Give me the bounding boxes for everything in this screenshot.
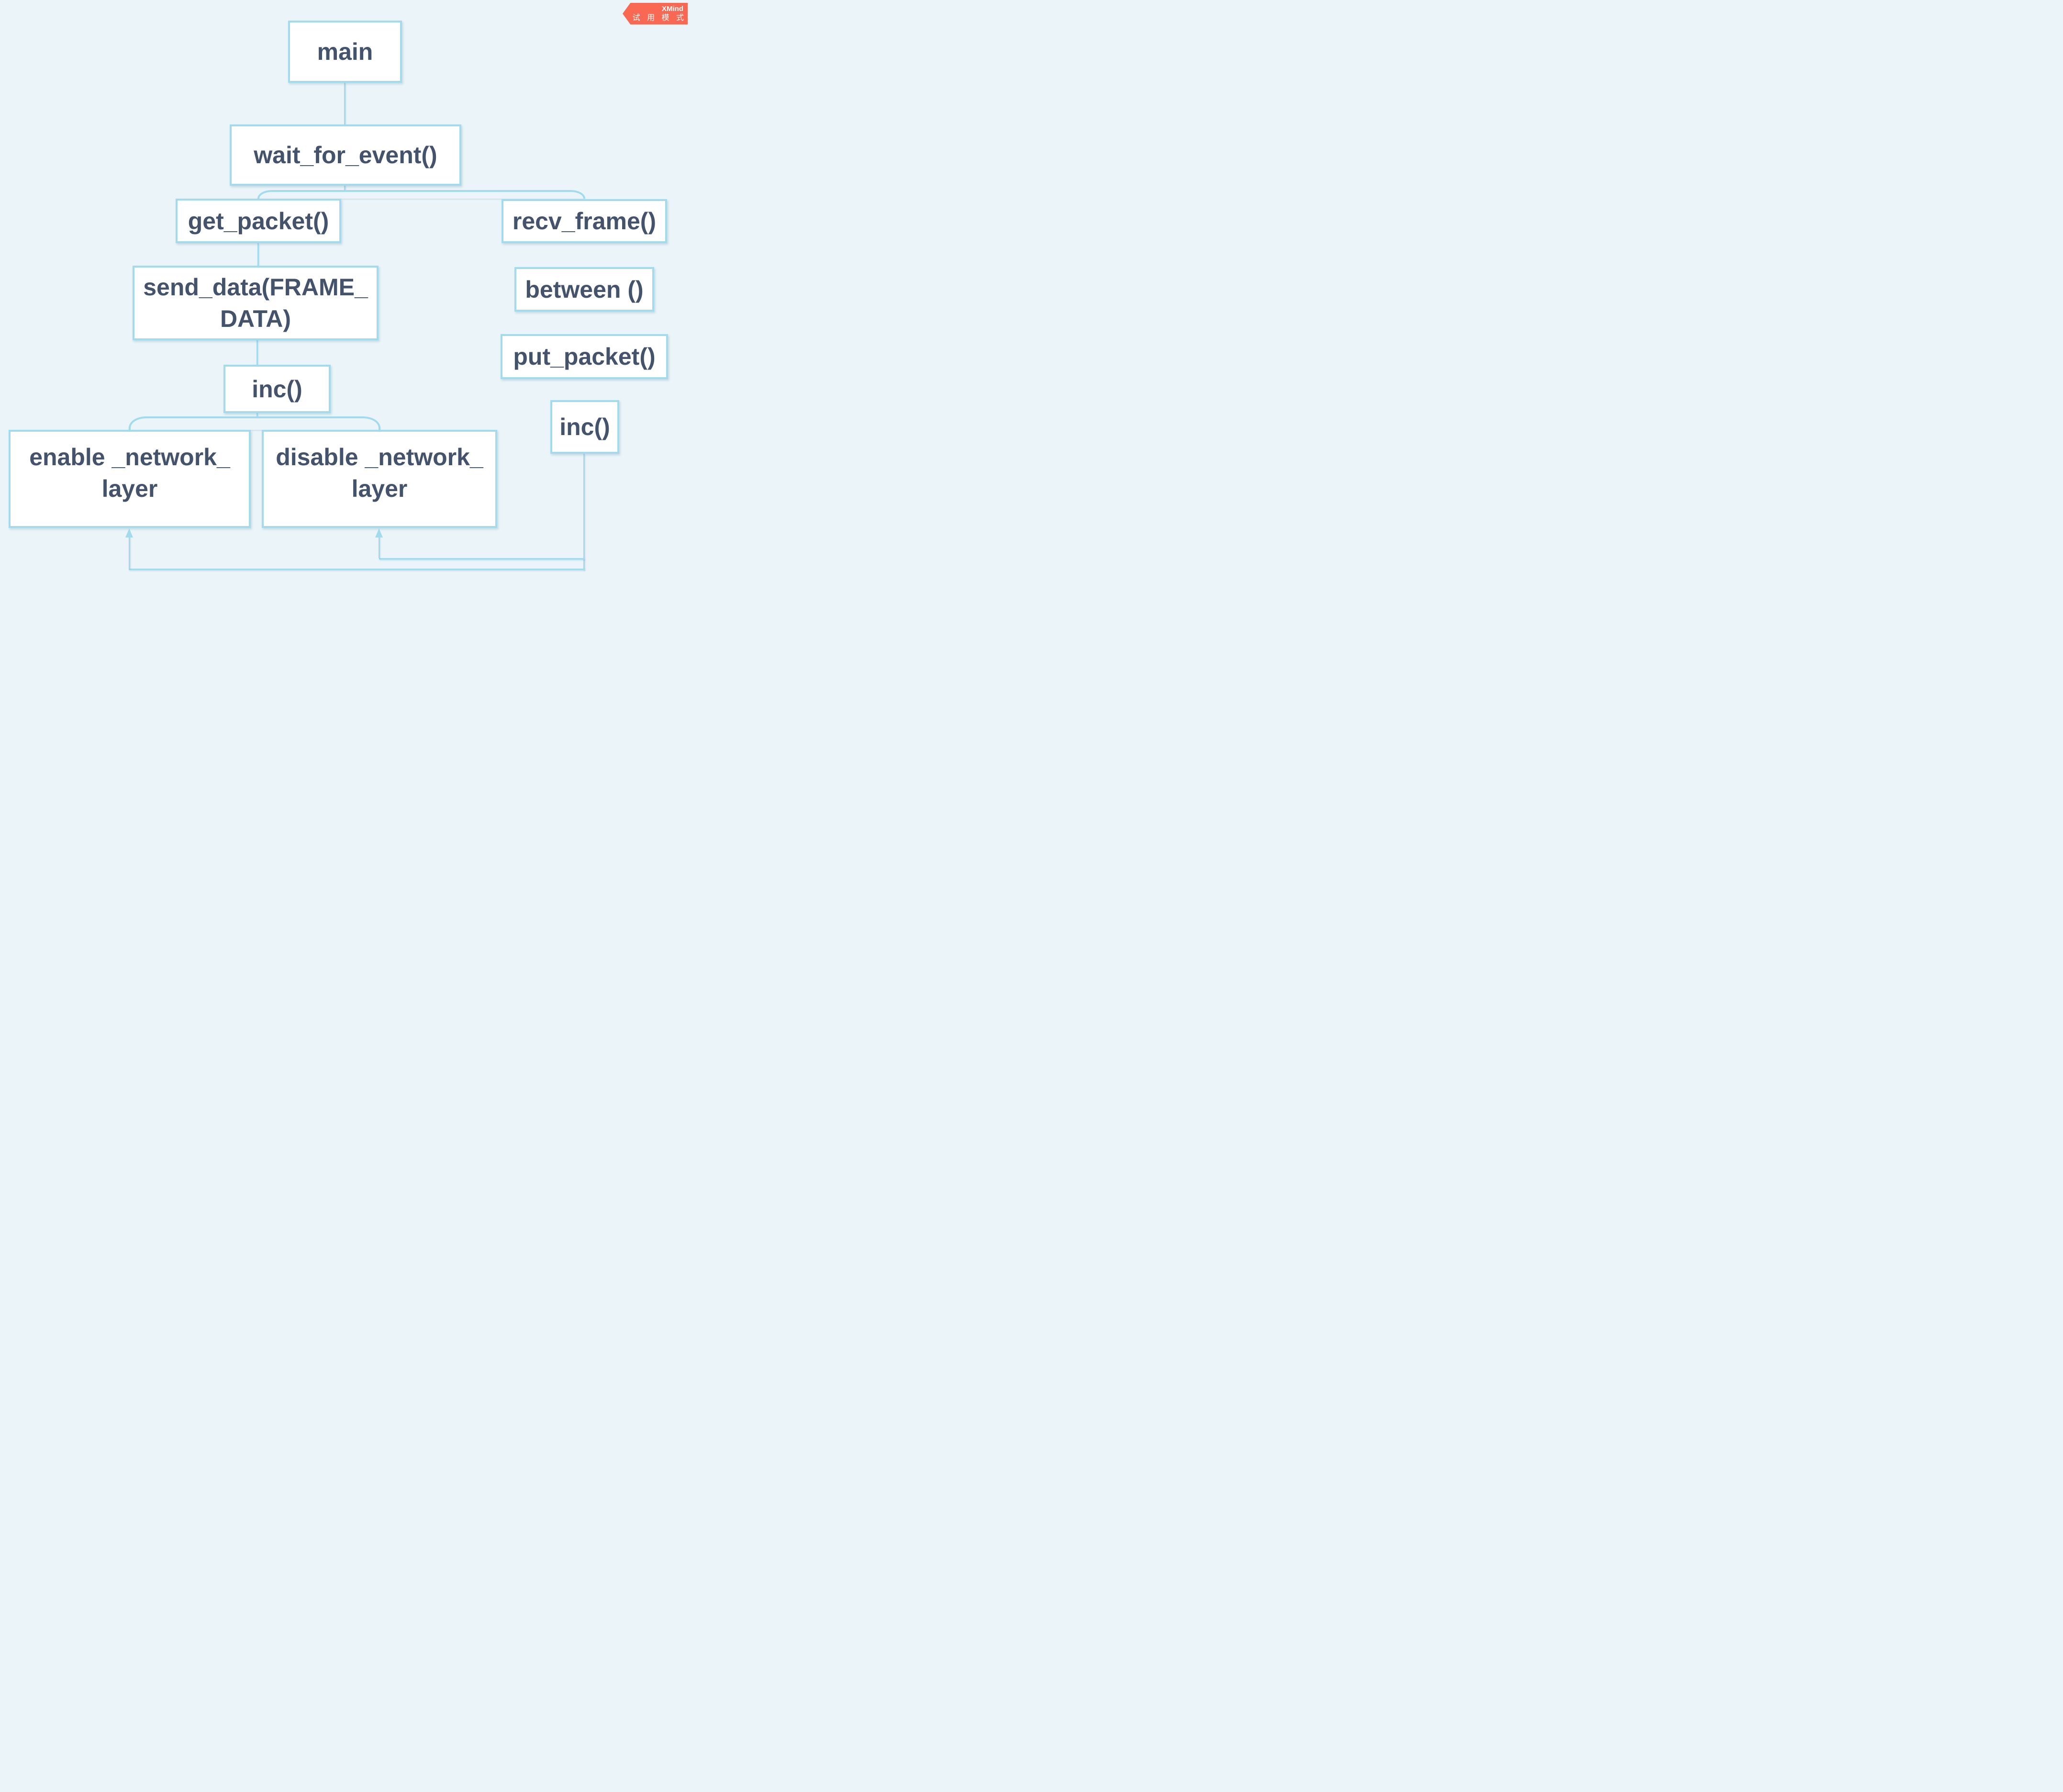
xmind-logo-text: XMind [662, 4, 683, 13]
node-put-packet[interactable]: put_packet() [501, 334, 668, 379]
node-label-line2: layer [351, 475, 408, 502]
node-disable-network-layer[interactable]: disable _network_ layer [262, 430, 497, 528]
node-inc-left[interactable]: inc() [223, 365, 331, 413]
node-label-line1: enable _network_ [29, 443, 230, 470]
node-label: get_packet() [188, 207, 329, 235]
edge-send-data-inc [256, 340, 258, 365]
node-label: put_packet() [513, 343, 656, 370]
edge-wait-branch-stub [344, 185, 346, 190]
node-label: between () [525, 276, 644, 303]
node-label-line1: send_data(FRAME_ [143, 274, 368, 301]
edge-main-wait [344, 83, 346, 125]
edge-inc-branch-stub [256, 413, 258, 417]
node-label: inc() [559, 414, 610, 440]
node-enable-network-layer[interactable]: enable _network_ layer [9, 430, 251, 528]
mindmap-canvas[interactable]: main wait_for_event() get_packet() recv_… [0, 0, 688, 597]
node-label: wait_for_event() [254, 142, 437, 168]
node-main[interactable]: main [288, 21, 402, 83]
edge-loop-to-enable [129, 569, 585, 570]
arrowhead-up-disable-icon [375, 528, 383, 538]
node-send-data[interactable]: send_data(FRAME_ DATA) [133, 266, 379, 340]
arrowhead-up-enable-icon [125, 528, 133, 538]
node-label: inc() [252, 375, 302, 403]
xmind-trial-badge[interactable]: XMind 试 用 模 式 [623, 3, 688, 24]
node-get-packet[interactable]: get_packet() [176, 199, 341, 243]
node-wait-for-event[interactable]: wait_for_event() [230, 124, 461, 186]
node-recv-frame[interactable]: recv_frame() [502, 199, 667, 243]
node-label-line1: disable _network_ [276, 443, 483, 470]
node-inc-right[interactable]: inc() [550, 400, 619, 454]
edge-arrow-line-disable [379, 537, 380, 558]
branch-wait-to-get-and-recv [257, 190, 585, 199]
edge-inc-right-loop-down [583, 454, 585, 570]
edge-get-packet-send-data [257, 243, 259, 266]
edge-loop-to-disable [379, 558, 585, 560]
node-label: recv_frame() [512, 208, 657, 235]
node-label-line2: layer [101, 475, 158, 502]
node-between[interactable]: between () [514, 267, 654, 312]
branch-inc-to-enable-and-disable [129, 416, 380, 430]
edge-arrow-line-enable [129, 537, 130, 569]
node-label: main [317, 38, 373, 65]
node-label-line2: DATA) [220, 305, 291, 332]
trial-mode-text: 试 用 模 式 [632, 13, 686, 22]
